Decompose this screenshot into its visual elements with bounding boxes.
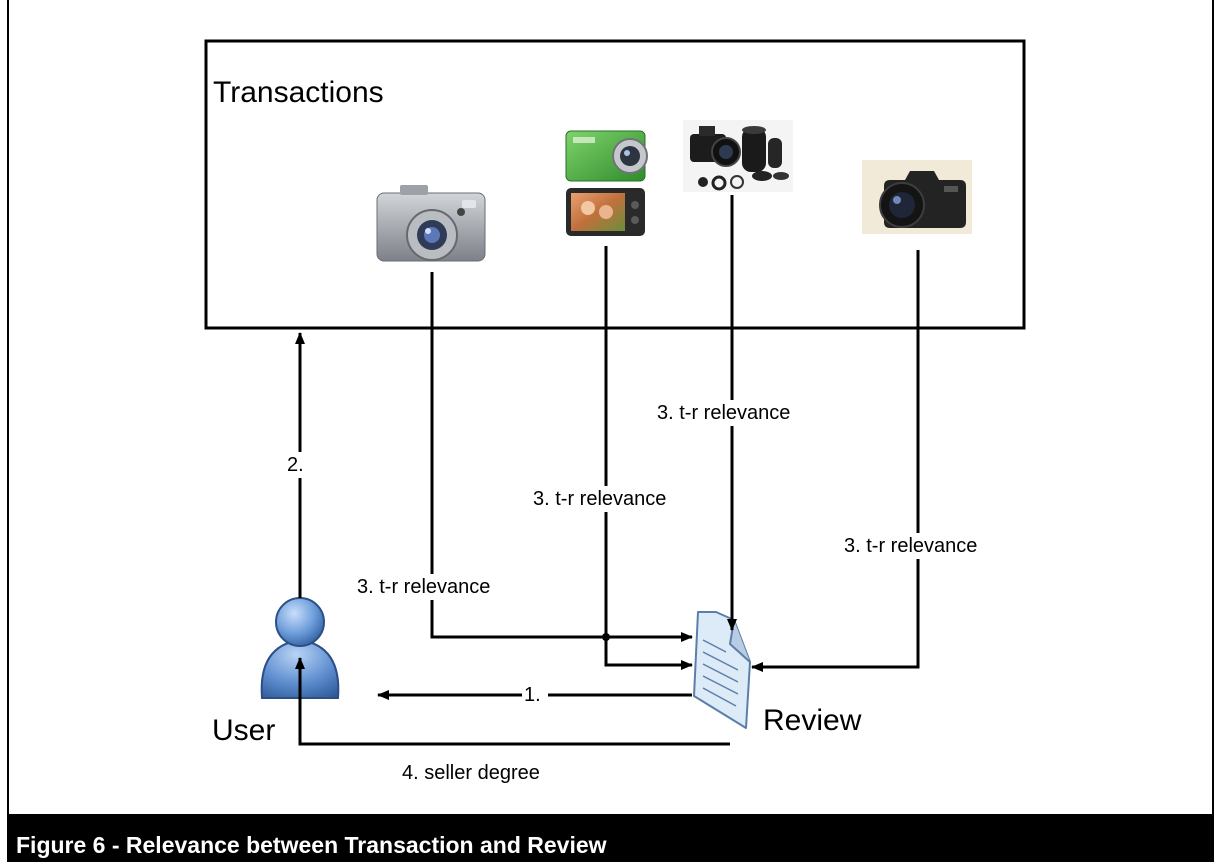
edge-label-3a: 3. t-r relevance — [357, 576, 490, 598]
green-compact-camera-icon — [565, 130, 648, 236]
edge-label-3c: 3. t-r relevance — [657, 402, 790, 424]
figure-caption: Figure 6 - Relevance between Transaction… — [7, 816, 1214, 862]
arrow-camera4-to-review — [751, 250, 920, 672]
dslr-camera-icon — [862, 160, 972, 234]
edge-label-2: 2. — [287, 454, 304, 476]
review-label: Review — [763, 704, 862, 737]
review-document-icon — [693, 611, 751, 729]
edge-label-3d: 3. t-r relevance — [844, 535, 977, 557]
figure-frame — [7, 0, 1214, 816]
arrow-camera2-to-review — [604, 246, 693, 670]
user-label: User — [212, 714, 275, 747]
transactions-label: Transactions — [213, 76, 384, 109]
edge-label-1: 1. — [524, 684, 541, 706]
transactions-box: Transactions — [204, 39, 1026, 330]
silver-compact-camera-icon — [376, 185, 486, 262]
relevance-diagram: Transactions — [204, 39, 1026, 784]
line-crossing-dot — [602, 633, 610, 641]
edge-label-4: 4. seller degree — [402, 762, 540, 784]
dslr-kit-with-lenses-icon — [683, 120, 793, 192]
arrow-seller-degree-to-user — [295, 657, 730, 746]
edge-label-3b: 3. t-r relevance — [533, 488, 666, 510]
